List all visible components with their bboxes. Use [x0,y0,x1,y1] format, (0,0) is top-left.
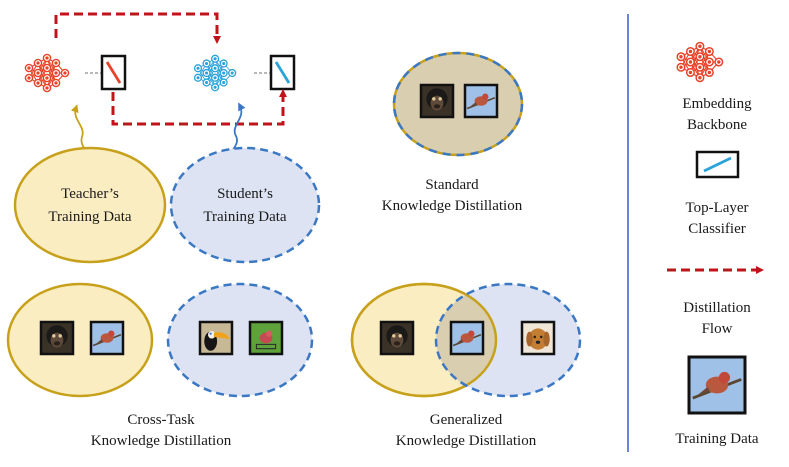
network-node-core [707,49,712,54]
generalized-overlap-region [436,284,496,396]
generalized-caption-1: Generalized [430,412,503,428]
teacher-classifier-icon [100,54,127,91]
legend-flow-label-2: Flow [702,321,733,337]
distillation-flow-arrow-top [54,12,221,44]
generalized-monkey-image [379,320,415,356]
network-node-core [679,55,683,59]
generalized-bird-image [449,320,485,356]
student-network-icon [193,54,237,92]
network-node-core [54,81,58,85]
generalized-teacher-outline [350,282,498,398]
network-node-core [688,70,693,75]
network-node-core [45,86,49,90]
cross-task-caption-1: Cross-Task [127,412,195,428]
standard-monkey-image [419,83,455,119]
network-node-core [679,65,683,69]
network-node-core [707,60,712,64]
network-edge [206,58,216,83]
cross-task-teacher-ellipse [6,282,154,398]
network-node-core [222,61,226,66]
cross-task-toucan-image [198,320,234,356]
network-node-core [698,76,702,80]
network-node-core [196,66,200,70]
legend-training-data-label: Training Data [675,431,759,447]
network-edge [699,51,710,78]
network-node-core [213,85,217,89]
standard-kd-caption-2: Knowledge Distillation [382,198,523,214]
generalized-student-outline [434,282,582,398]
teacher-training-data-ellipse [13,146,167,264]
network-node-core [27,76,31,80]
network-node-core [45,76,49,80]
legend-classifier-label-1: Top-Layer [685,200,748,216]
network-node-core [698,65,702,69]
network-node-core [36,81,40,85]
network-edge [214,63,225,88]
distillation-flow-arrow-bottom [111,89,287,126]
network-node-core [205,80,209,85]
network-node-core [36,71,40,75]
network-node-core [213,76,217,80]
cross-task-bird-image [89,320,125,356]
network-node-core [230,71,234,75]
cross-task-student-ellipse [166,282,314,398]
network-node-core [688,49,693,54]
teacher-training-data-label-1: Teacher’s [61,186,119,202]
network-node-core [45,56,49,60]
network-node-core [27,66,31,70]
network-node-core [54,71,58,75]
network-node-core [45,66,49,70]
network-node-core [213,66,217,70]
cross-task-monkey-image [39,320,75,356]
network-node-core [213,57,217,61]
network-node-core [698,44,702,48]
network-edge [46,62,57,89]
standard-kd-ellipse-dashed [392,51,524,157]
legend-flow-label-1: Distillation [683,300,751,316]
network-node-core [698,55,702,59]
network-node-core [36,61,40,65]
standard-bird-image [463,83,499,119]
network-node-core [707,70,712,75]
network-node-core [222,71,226,75]
network-node-core [63,71,67,75]
network-node-core [222,80,226,85]
network-node-core [54,61,58,65]
generalized-dog-image [520,320,556,356]
cross-task-finch-image [248,320,284,356]
network-edge [689,46,701,73]
legend-backbone-label-1: Embedding [682,96,752,112]
network-node-core [205,71,209,75]
student-training-data-label-1: Student’s [217,186,273,202]
standard-kd-caption-1: Standard [425,177,479,193]
student-training-data-ellipse [169,146,321,264]
legend-classifier-icon [695,150,740,179]
network-edge [37,57,48,84]
legend-backbone-label-2: Backbone [687,117,747,133]
network-node-core [205,61,209,66]
teacher-network-icon [24,53,70,93]
network-node-core [717,60,721,64]
cross-task-caption-2: Knowledge Distillation [91,433,232,449]
legend-backbone-icon [676,41,724,83]
student-classifier-icon [269,54,296,91]
student-training-data-label-2: Training Data [203,209,287,225]
network-node-core [688,60,693,64]
legend-training-data-image [687,355,747,415]
teacher-training-data-label-2: Training Data [48,209,132,225]
generalized-caption-2: Knowledge Distillation [396,433,537,449]
legend-classifier-label-2: Classifier [688,221,746,237]
network-node-core [196,76,200,80]
